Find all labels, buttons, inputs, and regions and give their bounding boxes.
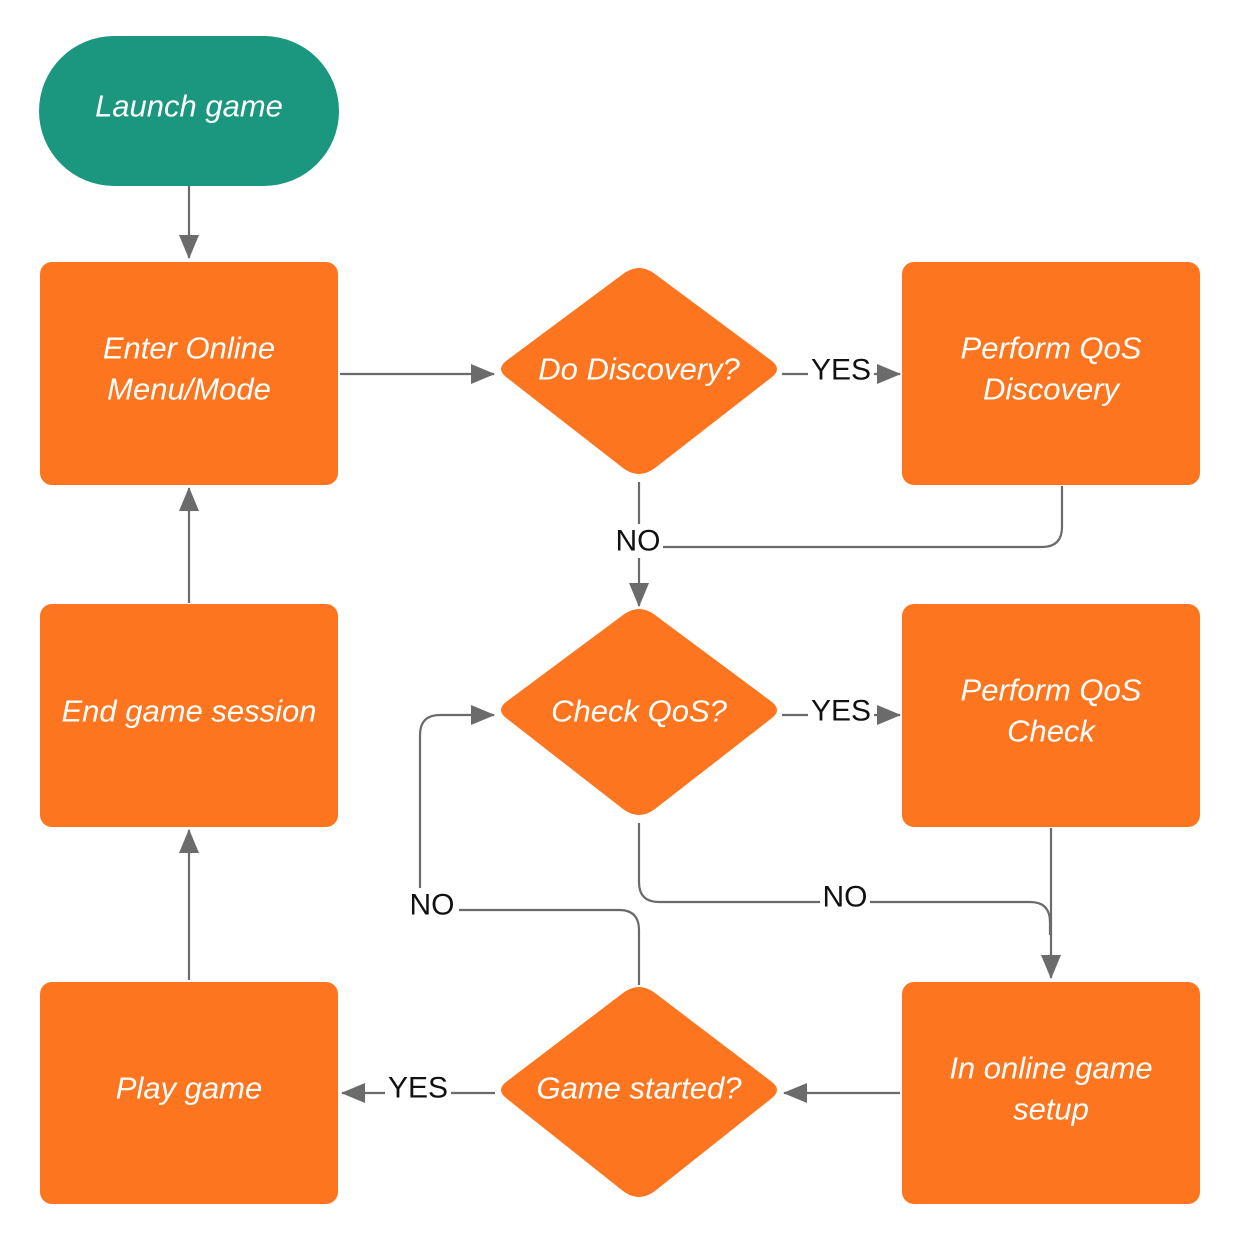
edge-perform-discovery-to-merge bbox=[639, 486, 1064, 549]
node-label: Do Discovery? bbox=[538, 352, 740, 387]
node-game-started[interactable]: Game started? bbox=[501, 987, 777, 1197]
node-do-discovery[interactable]: Do Discovery? bbox=[501, 268, 777, 474]
edge-labels: YES NO YES NO YES NO bbox=[385, 354, 874, 1106]
node-label-line-1: Enter Online bbox=[103, 331, 275, 366]
node-check-qos[interactable]: Check QoS? bbox=[501, 609, 777, 815]
node-label-line-2: setup bbox=[1013, 1092, 1089, 1127]
node-enter-online-menu[interactable]: Enter Online Menu/Mode bbox=[40, 262, 338, 485]
node-label-line-2: Check bbox=[1007, 714, 1096, 749]
node-label-line-2: Discovery bbox=[983, 372, 1122, 407]
node-label: Game started? bbox=[536, 1071, 742, 1106]
node-label: Check QoS? bbox=[551, 694, 728, 729]
node-label-line-1: Perform QoS bbox=[961, 673, 1142, 708]
node-launch-game[interactable]: Launch game bbox=[39, 36, 339, 186]
edge-label-yes-check: YES bbox=[811, 695, 871, 728]
node-label-line-1: Perform QoS bbox=[961, 331, 1142, 366]
node-label-line-2: Menu/Mode bbox=[107, 372, 271, 407]
node-end-game-session[interactable]: End game session bbox=[40, 604, 338, 827]
node-perform-qos-check[interactable]: Perform QoS Check bbox=[902, 604, 1200, 827]
edge-label-yes-discovery: YES bbox=[811, 354, 871, 387]
node-perform-qos-discovery[interactable]: Perform QoS Discovery bbox=[902, 262, 1200, 485]
node-play-game[interactable]: Play game bbox=[40, 982, 338, 1204]
edge-label-no-discovery: NO bbox=[616, 525, 661, 558]
edge-label-no-check: NO bbox=[823, 881, 868, 914]
edge-check-qos-no bbox=[637, 823, 1052, 935]
edge-label-no-started: NO bbox=[410, 889, 455, 922]
edge-label-yes-started: YES bbox=[388, 1072, 448, 1105]
node-label-line-1: In online game bbox=[949, 1051, 1152, 1086]
node-label: End game session bbox=[61, 694, 316, 729]
node-label: Launch game bbox=[95, 89, 283, 124]
node-online-game-setup[interactable]: In online game setup bbox=[902, 982, 1200, 1204]
node-label: Play game bbox=[116, 1071, 262, 1106]
